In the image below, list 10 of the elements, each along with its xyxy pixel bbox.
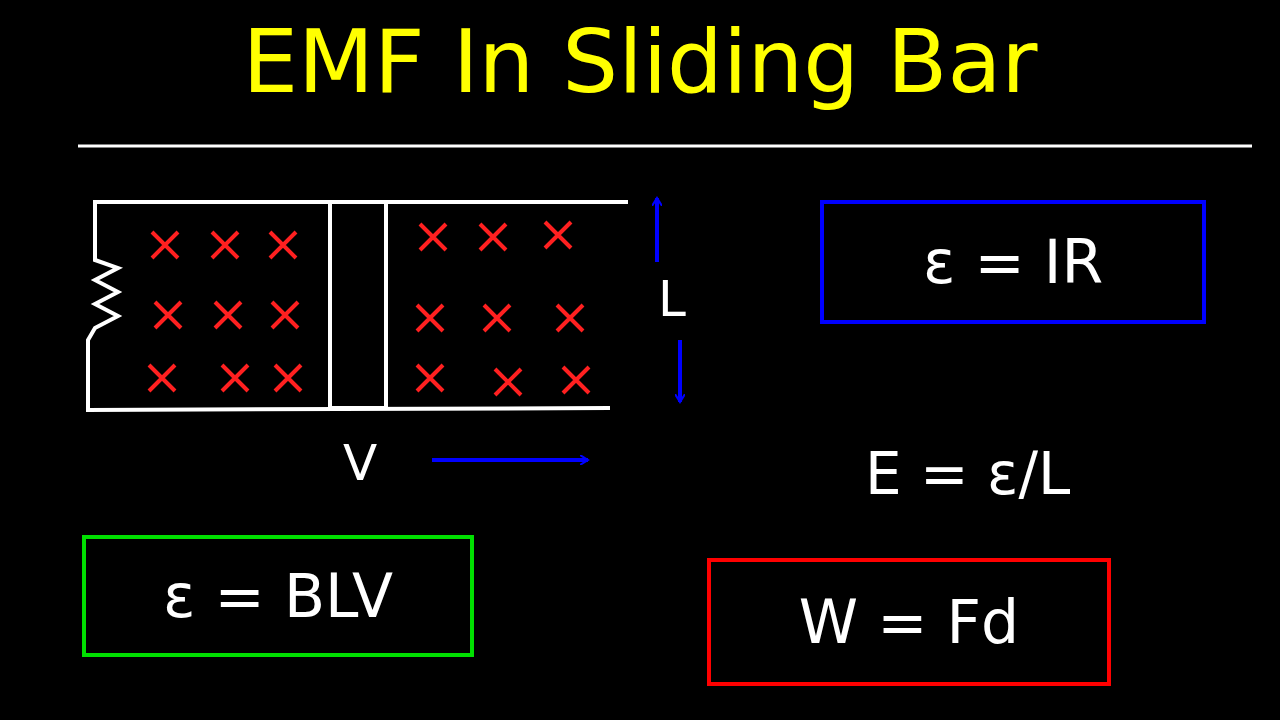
formula-text: W = Fd xyxy=(798,587,1020,657)
formula-box xyxy=(707,558,1111,686)
title: EMF In Sliding Bar xyxy=(241,10,1039,113)
formula-box xyxy=(82,535,474,657)
formula-box xyxy=(820,200,1206,324)
formula-text: ε = IR xyxy=(922,227,1104,297)
velocity-label: V xyxy=(343,434,378,492)
formula-text: ε = BLV xyxy=(163,561,393,631)
length-label: L xyxy=(658,270,686,328)
formula-text: E = ε/L xyxy=(865,440,1071,508)
